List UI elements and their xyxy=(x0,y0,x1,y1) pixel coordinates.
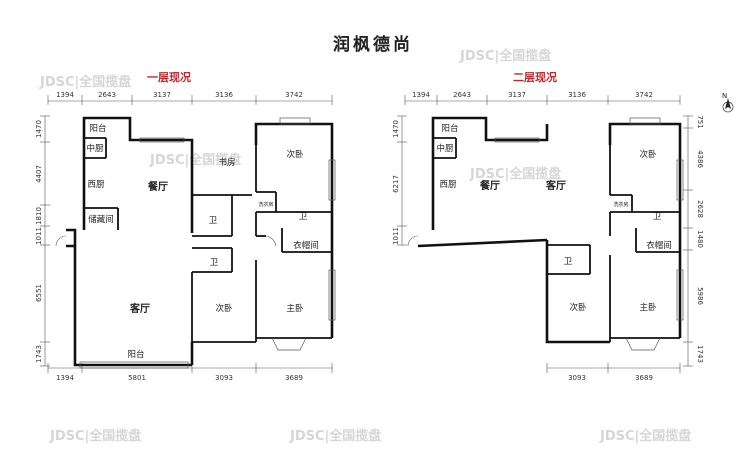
watermark-text: JDSC|全国揽盘 xyxy=(599,428,691,444)
floor1-room-study: 书房 xyxy=(218,157,235,168)
watermark-text: JDSC|全国揽盘 xyxy=(459,48,551,64)
floor1-room-western-kitchen: 西厨 xyxy=(87,180,105,190)
floor2-room-western-kitchen: 西厨 xyxy=(439,180,457,190)
floor1-bottom-dim-label: 3689 xyxy=(285,374,303,382)
floor1-room-master: 主卧 xyxy=(286,303,304,314)
floor2-entry-door xyxy=(407,235,419,247)
floor2-bottom-dim-label: 3689 xyxy=(635,374,653,382)
north-arrow-icon: N xyxy=(722,92,734,113)
floor2-bottom-dim-label: 3093 xyxy=(568,374,586,382)
floor1-room-living: 客厅 xyxy=(129,302,150,315)
floor1-top-dim-label: 2643 xyxy=(98,91,116,99)
floor2-right-dim-line xyxy=(683,115,693,367)
floor2-top-dim-line xyxy=(404,95,681,105)
floor1-left-dim-label: 1743 xyxy=(35,345,43,363)
floor1-room-dining: 餐厅 xyxy=(147,180,168,193)
floor1-room-bath-c: 卫 xyxy=(210,258,219,268)
floor1-heading: 一层现况 xyxy=(147,71,191,84)
floor1-bottom-dim-label: 3093 xyxy=(215,374,233,382)
watermark-text: JDSC|全国揽盘 xyxy=(149,152,241,168)
floor1-left-dim-label: 4407 xyxy=(35,165,43,183)
floor2-top-dim-label: 3742 xyxy=(635,91,653,99)
floor1-room-bedroom-ne: 次卧 xyxy=(286,149,304,160)
floor2-plan: 1394 2643 3137 3136 3742 1470 6217 1011 xyxy=(392,91,704,382)
floor1-top-dim-line xyxy=(47,95,333,105)
floor2-bottom-dim-line xyxy=(546,363,681,373)
floor2-room-closet: 衣帽间 xyxy=(646,240,672,251)
watermark-group: JDSC|全国揽盘 JDSC|全国揽盘 JDSC|全国揽盘 JDSC|全国揽盘 … xyxy=(39,48,691,444)
floor2-room-dining: 餐厅 xyxy=(479,179,500,192)
floor1-bottom-dim-label: 1394 xyxy=(56,374,74,382)
floor1-top-dim-label: 3136 xyxy=(215,91,233,99)
floor1-room-storage: 储藏间 xyxy=(88,214,114,225)
floor2-right-dim-label: 751 xyxy=(696,115,704,128)
floor1-room-bedroom-s: 次卧 xyxy=(215,303,233,314)
floor1-room-balcony-top: 阳台 xyxy=(89,123,106,134)
floor1-room-bath-b: 卫 xyxy=(299,212,308,222)
floor1-entry-door xyxy=(55,235,67,247)
watermark-text: JDSC|全国揽盘 xyxy=(469,166,561,182)
floor2-room-living: 客厅 xyxy=(545,179,566,192)
floor2-right-dim-label: 1480 xyxy=(696,230,704,248)
floor2-room-bedroom-ne: 次卧 xyxy=(639,149,657,160)
floor1-room-balcony-bottom: 阳台 xyxy=(127,349,144,360)
floor1-top-dim-label: 1394 xyxy=(56,91,74,99)
floor2-left-dim-label: 1470 xyxy=(392,120,400,138)
floor1-room-closet: 衣帽间 xyxy=(293,240,319,251)
floor2-top-dim-label: 2643 xyxy=(453,91,471,99)
compass-label: N xyxy=(722,92,727,100)
page-title: 润枫德尚 xyxy=(333,35,413,55)
floor1-closet-door xyxy=(265,235,277,247)
floor2-inner-walls xyxy=(433,137,680,342)
floor2-windows xyxy=(494,117,684,351)
floor2-right-dim-label: 2628 xyxy=(696,200,704,218)
floor1-left-dim-line xyxy=(40,115,50,367)
floor2-right-dim-label: 1743 xyxy=(696,345,704,363)
floor2-left-dim-label: 6217 xyxy=(392,175,400,193)
watermark-text: JDSC|全国揽盘 xyxy=(289,428,381,444)
floor2-room-bath-a: 卫 xyxy=(653,212,662,222)
floor1-inner-walls xyxy=(84,137,332,343)
floor2-top-dim-label: 3137 xyxy=(508,91,526,99)
floor2-left-dim-label: 1011 xyxy=(392,227,400,245)
floor2-room-laundry: 洗衣房 xyxy=(613,201,628,208)
floor1-left-dim-label: 1011 xyxy=(35,227,43,245)
floor1-left-dim-label: 1470 xyxy=(35,120,43,138)
floor2-room-bedroom-s: 次卧 xyxy=(569,302,587,313)
floor2-heading: 二层现况 xyxy=(513,71,557,84)
floor2-room-bath-b: 卫 xyxy=(564,257,573,267)
floor1-room-bath-a: 卫 xyxy=(209,216,218,226)
floor1-room-laundry: 洗衣房 xyxy=(258,201,273,208)
floor1-top-dim-label: 3137 xyxy=(153,91,171,99)
floor1-room-chinese-kitchen: 中厨 xyxy=(86,143,104,154)
floor1-left-dim-label: 6551 xyxy=(35,284,43,302)
watermark-text: JDSC|全国揽盘 xyxy=(39,74,131,90)
floor2-room-chinese-kitchen: 中厨 xyxy=(436,143,454,154)
floor2-room-master: 主卧 xyxy=(639,302,657,313)
floor2-right-dim-label: 4386 xyxy=(696,150,704,168)
floor2-room-balcony-top: 阳台 xyxy=(441,123,458,134)
floor2-left-dim-line xyxy=(397,115,407,246)
floor1-plan: 1394 2643 3137 3136 3742 1470 4407 1810 … xyxy=(35,91,336,382)
floor1-left-dim-label: 1810 xyxy=(35,207,43,225)
floor1-windows xyxy=(79,117,336,369)
floor1-bottom-dim-label: 5801 xyxy=(128,374,146,382)
floor1-top-dim-label: 3742 xyxy=(285,91,303,99)
floor2-right-dim-label: 5986 xyxy=(696,287,704,305)
floor2-top-dim-label: 3136 xyxy=(568,91,586,99)
floor2-top-dim-label: 1394 xyxy=(412,91,430,99)
watermark-text: JDSC|全国揽盘 xyxy=(49,428,141,444)
